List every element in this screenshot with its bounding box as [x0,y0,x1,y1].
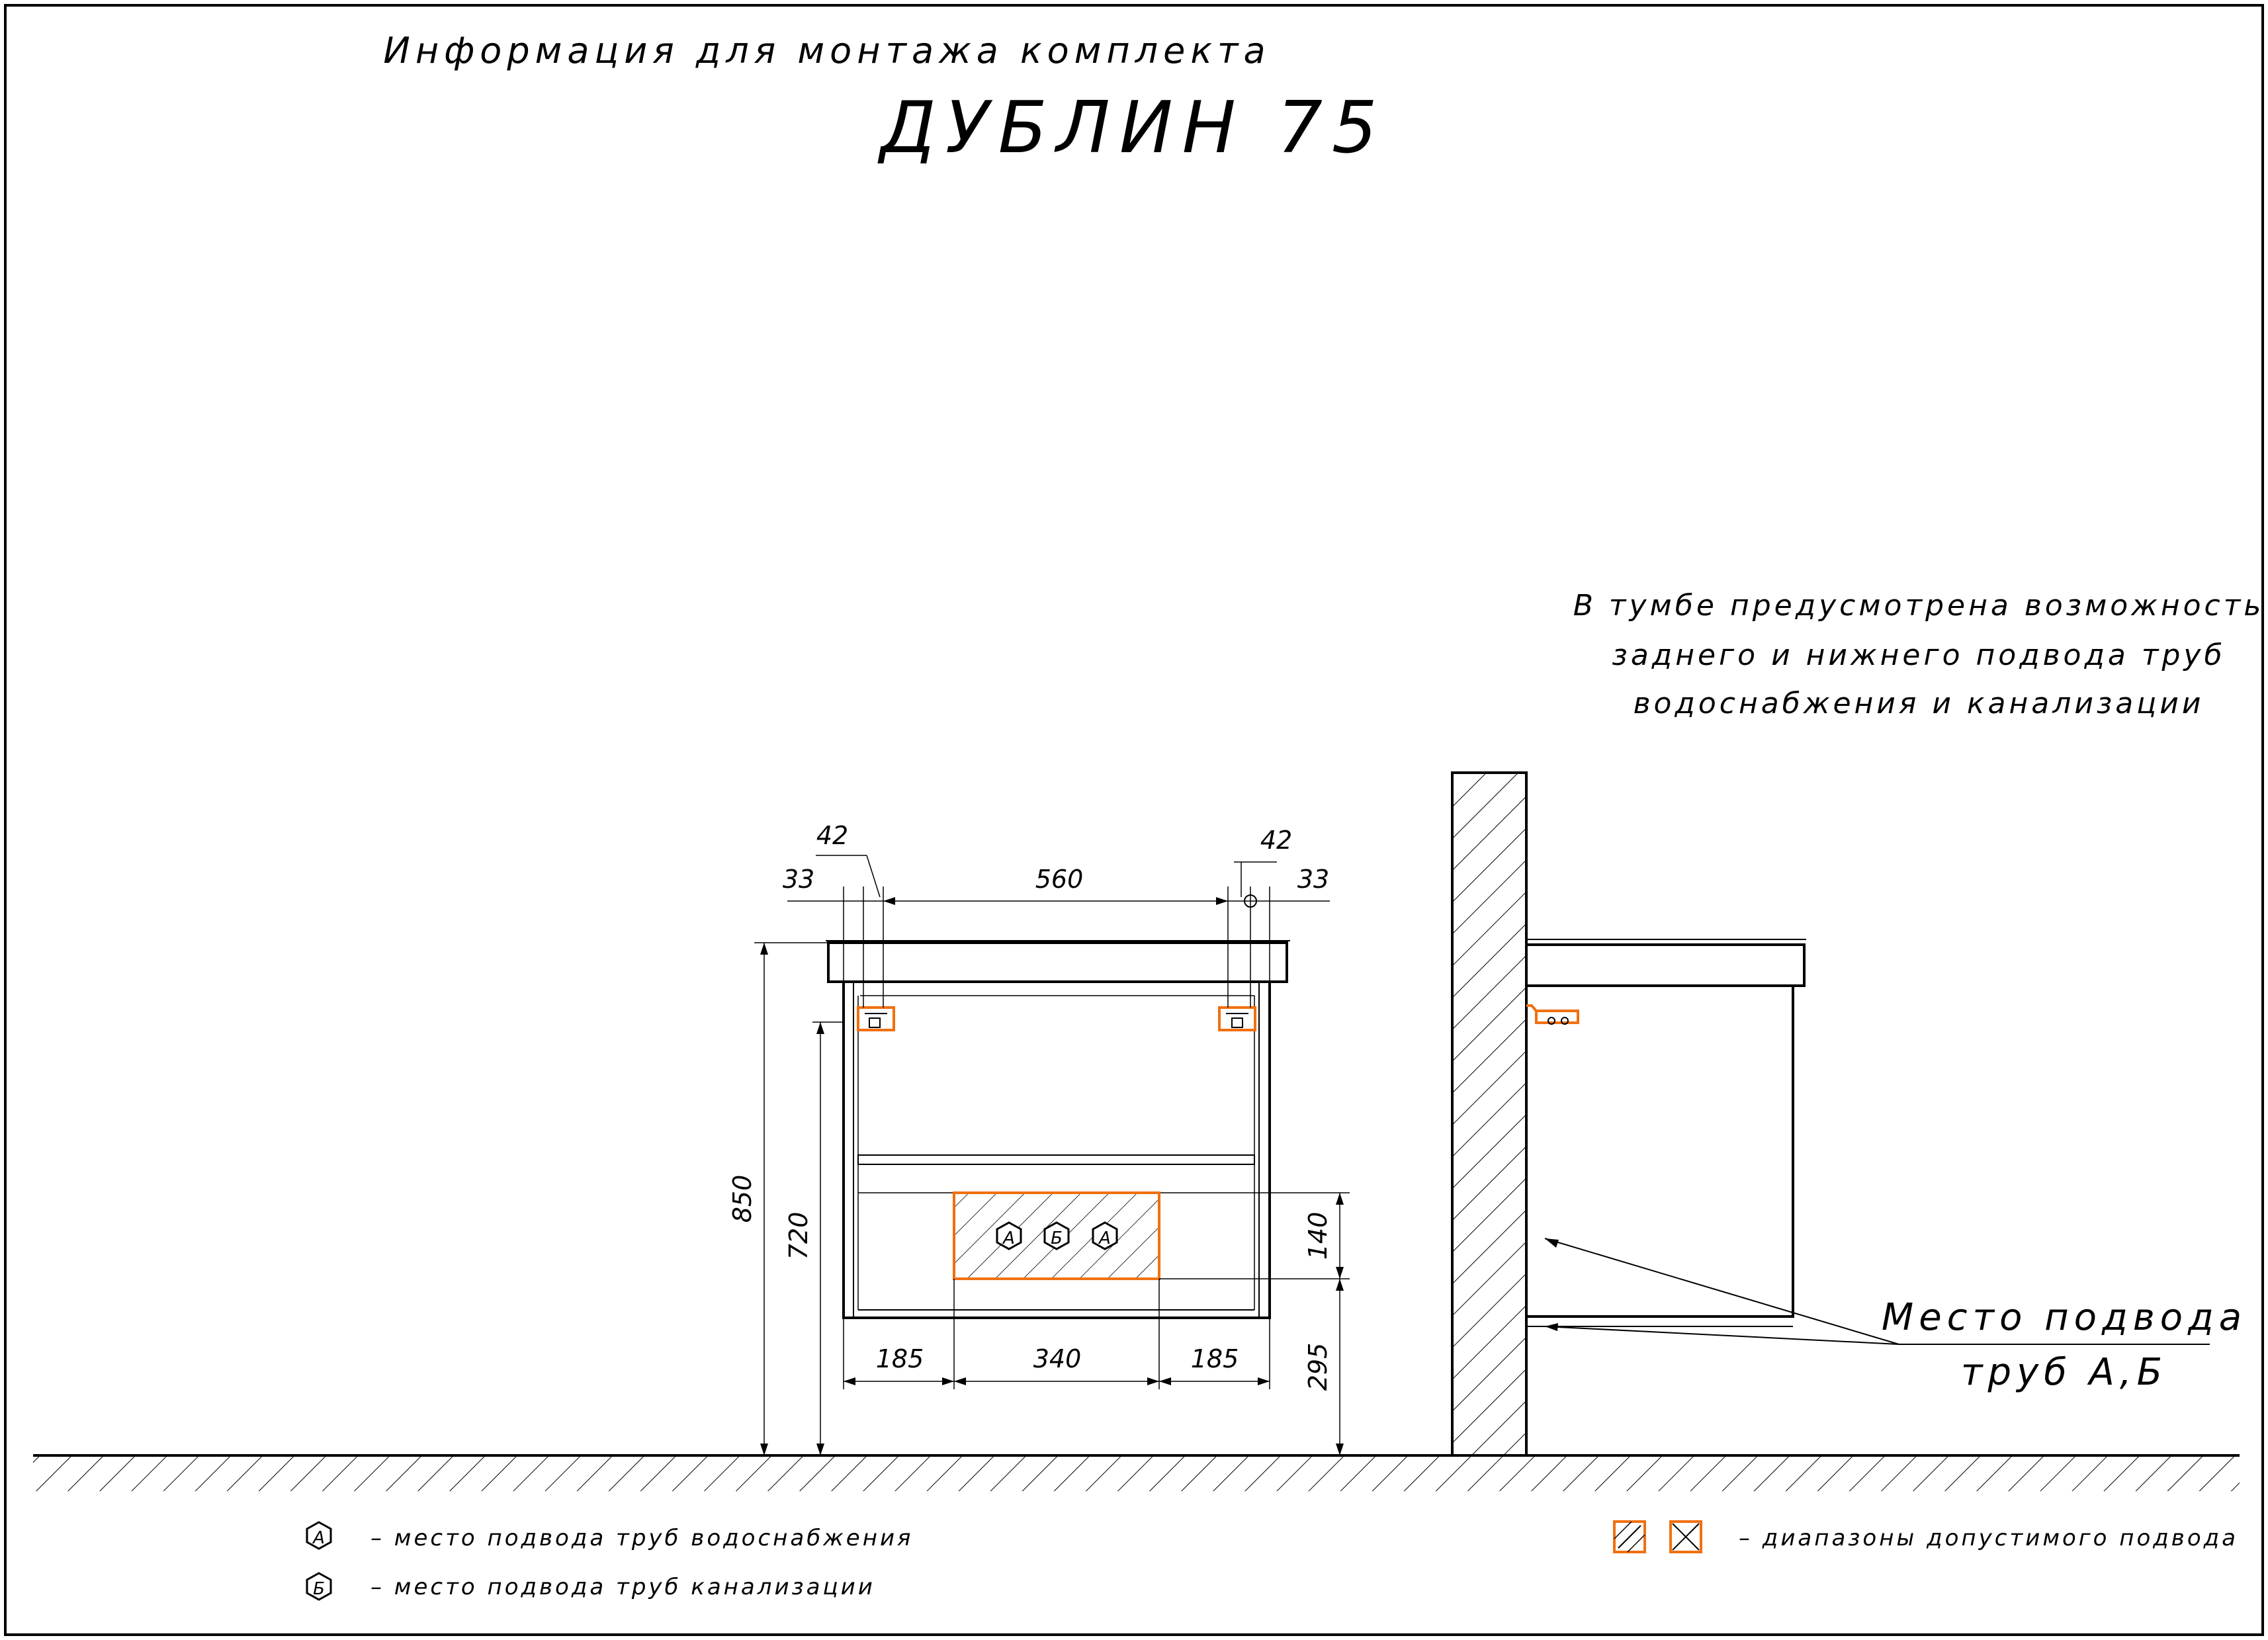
legend-item-sewer: Б – место подвода труб канализации [306,1572,875,1601]
svg-text:А: А [1098,1229,1111,1248]
side-bracket [1526,1004,1579,1025]
subtitle: Информация для монтажа комплекта [383,30,1270,71]
legend: А – место подвода труб водоснабжения Б –… [306,1520,2238,1601]
sheet-frame [4,4,2264,1636]
wall [1451,771,1528,1457]
installation-note: В тумбе предусмотрена возможность заднег… [1573,589,2265,720]
right-bracket [1218,1006,1256,1031]
note-line-3: водоснабжения и канализации [1634,687,2204,720]
legend-item-ranges: – диапазоны допустимого подвода [1613,1520,2238,1553]
hatch-range-icon [1613,1520,1646,1553]
svg-text:Б: Б [313,1579,325,1599]
front-shelf [857,1154,1255,1165]
marker-b: Б [1043,1221,1070,1250]
cross-range-icon [1669,1520,1702,1553]
front-cabinet [842,980,1271,1319]
hex-a-icon [306,1521,332,1550]
pipe-zone: А Б А [953,1191,1160,1280]
dim-bottom-center: 340 [1033,1344,1082,1373]
dim-cabinet-height: 720 [784,1212,813,1260]
dim-right-pipe: 42 [1260,826,1292,855]
dim-left-offset: 33 [783,865,814,894]
front-view: А Б А [728,821,1350,1455]
top-dimensions: 33 42 560 42 33 [783,821,1330,1008]
dim-left-pipe: 42 [816,821,848,850]
callout: Место подвода труб А,Б [1544,1238,2247,1394]
hex-b-icon [306,1572,332,1601]
dim-zone-height: 140 [1303,1212,1332,1260]
dim-total-height: 850 [728,1175,757,1223]
side-cabinet [1525,984,1794,1318]
marker-a-right: А [1092,1221,1118,1250]
dim-floor-gap: 295 [1303,1343,1332,1391]
svg-text:А: А [312,1528,325,1548]
front-basin [827,941,1288,983]
legend-item-water: А – место подвода труб водоснабжения [306,1521,914,1551]
dim-right-offset: 33 [1297,865,1329,894]
side-basin [1525,943,1806,987]
legend-water-label: – место подвода труб водоснабжения [371,1525,914,1551]
dim-bottom-left: 185 [876,1344,924,1373]
page-title: ДУБЛИН 75 [877,87,1386,169]
floor [33,1454,2240,1491]
vertical-dimensions: 850 720 140 295 [728,942,1344,1455]
svg-text:Б: Б [1051,1229,1063,1248]
legend-ranges-label: – диапазоны допустимого подвода [1739,1525,2238,1551]
side-view: Место подвода труб А,Б [1451,771,2247,1457]
dim-bottom-right: 185 [1191,1344,1239,1373]
note-line-1: В тумбе предусмотрена возможность [1573,589,2265,623]
callout-line-1: Место подвода [1882,1296,2247,1339]
marker-a-left: А [996,1221,1022,1250]
note-line-2: заднего и нижнего подвода труб [1612,638,2225,672]
bottom-dimensions: 185 340 185 [843,1279,1270,1389]
legend-sewer-label: – место подвода труб канализации [371,1574,875,1600]
left-bracket [857,1006,895,1031]
dim-span: 560 [1035,865,1084,894]
svg-text:А: А [1002,1229,1015,1248]
callout-line-2: труб А,Б [1961,1351,2167,1394]
